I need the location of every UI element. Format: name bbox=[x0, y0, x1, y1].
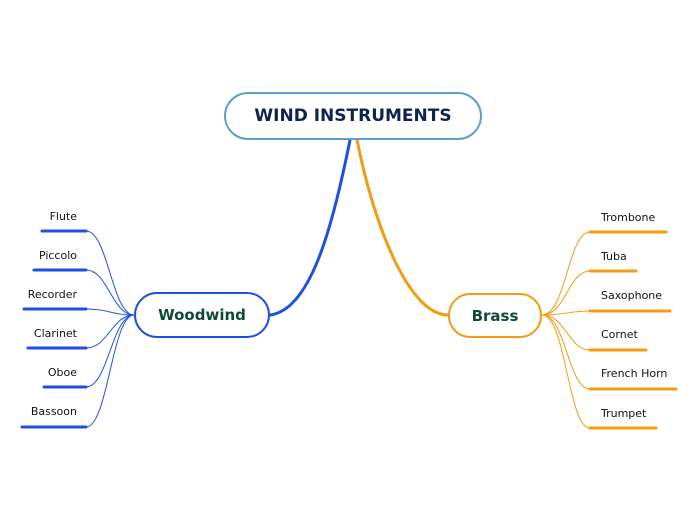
connector-brass-0 bbox=[541, 231, 591, 316]
main-connector-brass bbox=[355, 138, 450, 317]
leaf-brass-3[interactable]: Cornet bbox=[601, 328, 638, 341]
leaf-brass-1[interactable]: Tuba bbox=[601, 250, 627, 263]
leaf-brass-5[interactable]: Trumpet bbox=[601, 407, 647, 420]
branch-woodwind-label: Woodwind bbox=[158, 306, 246, 324]
leaf-brass-0[interactable]: Trombone bbox=[601, 211, 656, 224]
branch-brass-label: Brass bbox=[471, 306, 519, 325]
leaf-woodwind-2[interactable]: Recorder bbox=[27, 288, 77, 301]
connector-brass-1 bbox=[541, 270, 591, 316]
branch-woodwind[interactable]: Woodwind bbox=[134, 292, 270, 338]
root-topic[interactable]: WIND INSTRUMENTS bbox=[224, 92, 482, 140]
leaf-brass-2[interactable]: Saxophone bbox=[601, 289, 663, 302]
leaf-woodwind-3[interactable]: Clarinet bbox=[33, 327, 77, 340]
root-topic-label: WIND INSTRUMENTS bbox=[254, 106, 452, 126]
connector-woodwind-0 bbox=[85, 230, 135, 316]
leaf-woodwind-4[interactable]: Oboe bbox=[47, 366, 77, 379]
connector-woodwind-1 bbox=[85, 269, 135, 316]
leaf-brass-4[interactable]: French Horn bbox=[601, 367, 668, 380]
connector-woodwind-2 bbox=[85, 308, 135, 316]
connector-brass-2 bbox=[541, 310, 591, 316]
connector-woodwind-3 bbox=[85, 314, 135, 349]
leaf-woodwind-5[interactable]: Bassoon bbox=[30, 405, 77, 418]
connector-brass-4 bbox=[541, 314, 591, 390]
connector-woodwind-4 bbox=[85, 314, 135, 388]
branch-brass[interactable]: Brass bbox=[448, 293, 542, 338]
leaf-woodwind-0[interactable]: Flute bbox=[49, 210, 77, 223]
connector-brass-5 bbox=[541, 314, 591, 429]
main-connector-woodwind bbox=[268, 138, 352, 317]
leaf-woodwind-1[interactable]: Piccolo bbox=[38, 249, 77, 262]
connector-woodwind-5 bbox=[85, 314, 135, 428]
connector-brass-3 bbox=[541, 314, 591, 351]
